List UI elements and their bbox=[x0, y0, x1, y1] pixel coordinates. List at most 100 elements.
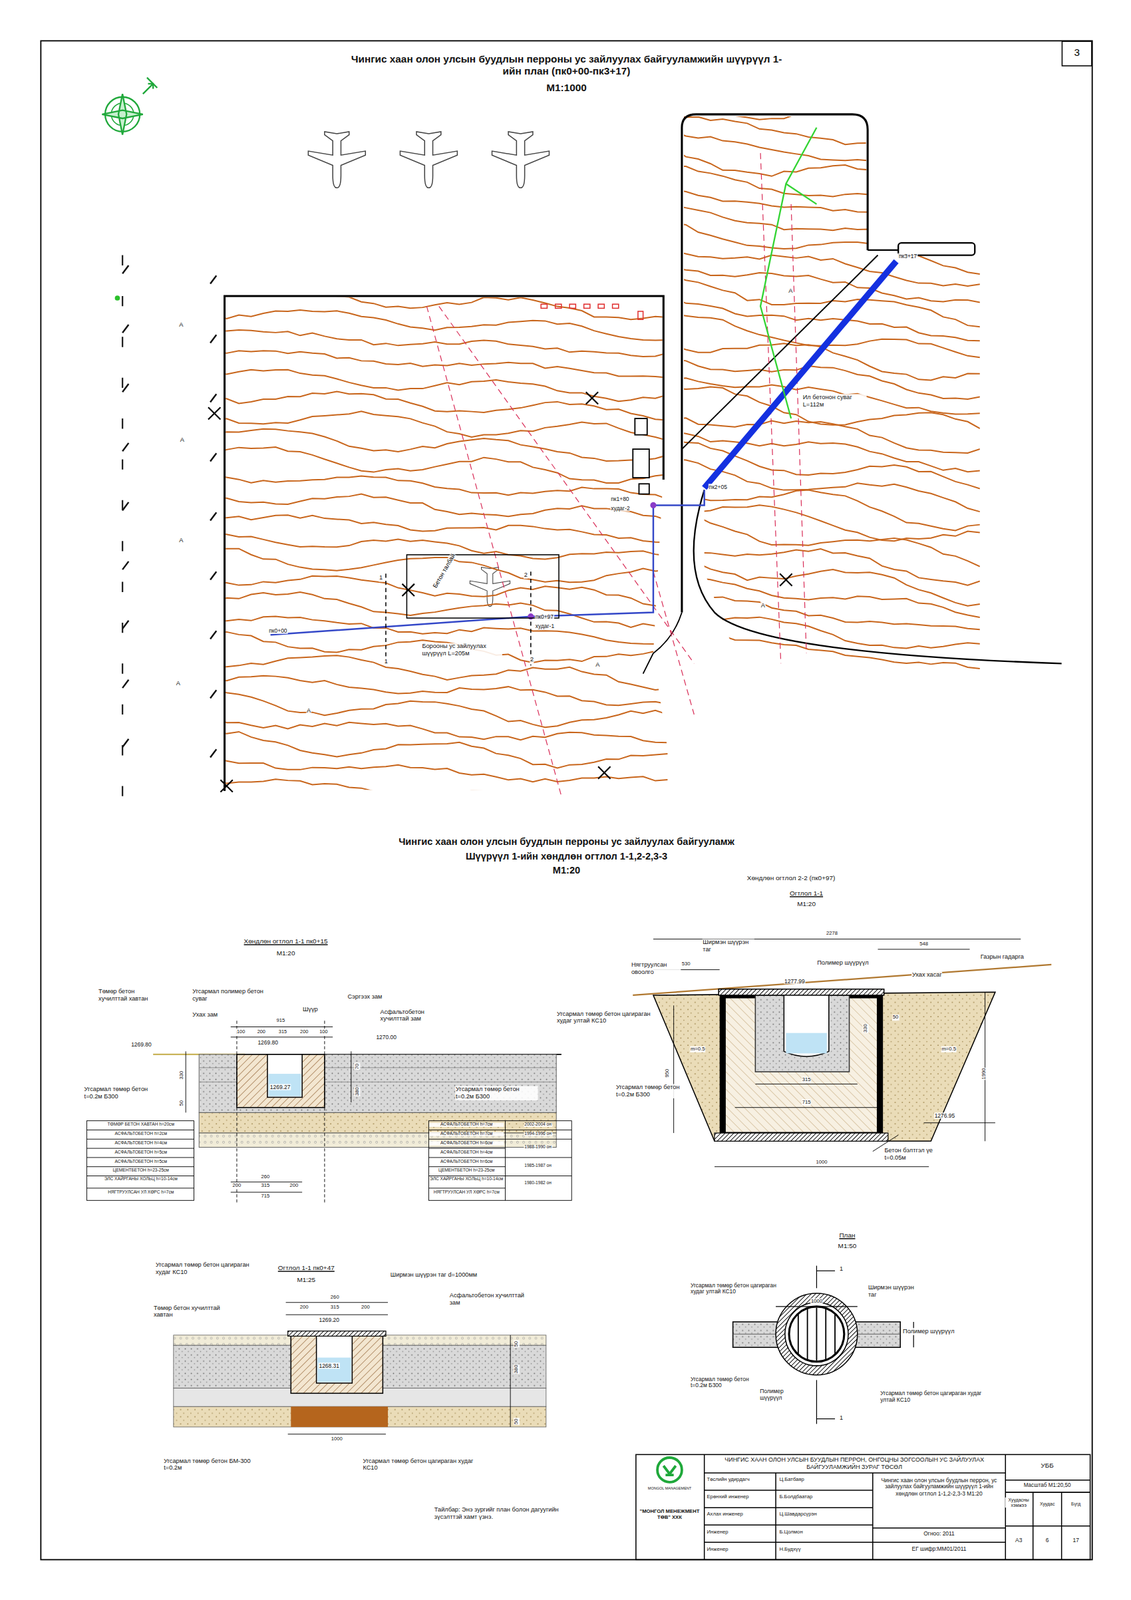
contour-line bbox=[214, 447, 668, 484]
drawing-label: 530 bbox=[681, 961, 691, 968]
drawing-label: 1990 bbox=[980, 1067, 987, 1081]
drawing-label: АСФАЛЬТОБЕТОН h=7см bbox=[429, 1131, 504, 1137]
drawing-label: Масштаб М1:20,50 bbox=[1023, 1482, 1072, 1489]
contour-line bbox=[673, 636, 980, 669]
drawing-label: 715 bbox=[260, 1193, 271, 1200]
drawing-label: 1980-1982 он bbox=[523, 1180, 552, 1187]
drawing-label: пк3+17 bbox=[898, 253, 918, 261]
drawing-label: Инженер bbox=[706, 1546, 729, 1553]
contour-line bbox=[214, 779, 668, 808]
drawing-label: М1:20 bbox=[796, 900, 816, 908]
drawing-label: А3 bbox=[1014, 1537, 1023, 1545]
drawing-label: АСФАЛЬТОБЕТОН h=2см bbox=[89, 1131, 193, 1137]
drawing-label: Ц.Шавдарсүрэн bbox=[779, 1511, 818, 1518]
contour-line bbox=[673, 223, 980, 275]
drawing-label: 1 bbox=[378, 574, 384, 583]
contour-line bbox=[214, 411, 668, 441]
drawing-label: 1276.95 bbox=[934, 1112, 956, 1120]
drawing-label: Угсармал төмөр бетон цагираган худаг улт… bbox=[880, 1390, 984, 1404]
runway-mark bbox=[210, 630, 217, 639]
drawing-label: Ухах хасаг bbox=[911, 971, 943, 980]
runway-mark bbox=[210, 571, 217, 580]
drawing-label: 2 bbox=[523, 571, 529, 579]
contour-line bbox=[673, 691, 980, 726]
contour-line bbox=[673, 674, 980, 710]
drawing-label: 1269.80 bbox=[257, 1039, 279, 1046]
drawing-label: Нягтруулсан овоолго bbox=[630, 961, 681, 976]
drawing-label: 100 bbox=[236, 1029, 246, 1035]
contour-line bbox=[673, 545, 980, 586]
drawing-label: Ухах зам bbox=[191, 1011, 218, 1019]
drawing-label: 1000 bbox=[330, 1436, 344, 1443]
plan-title: Чингис хаан олон улсын буудлын перроны у… bbox=[346, 53, 787, 77]
drawing-label: 50 bbox=[892, 1014, 899, 1021]
drawing-label: Инженер bbox=[706, 1528, 729, 1535]
drawing-label: А bbox=[760, 602, 766, 610]
runway-mark bbox=[122, 620, 129, 629]
runway-mark bbox=[210, 334, 217, 343]
runway-mark bbox=[122, 443, 129, 452]
runway-mark bbox=[210, 749, 217, 758]
drawing-label: 1988-1990 он bbox=[523, 1144, 552, 1151]
contour-line bbox=[673, 359, 980, 400]
contour-line bbox=[214, 797, 668, 823]
drawing-label: 260 bbox=[329, 1293, 340, 1300]
drawing-label: АСФАЛЬТОБЕТОН h=6см bbox=[429, 1140, 504, 1147]
drawing-label: Хуудасны хэмжээ bbox=[1005, 1497, 1033, 1509]
drawing-label: Огноо: 2011 bbox=[923, 1530, 956, 1537]
drawing-label: Угсармал төмөр бетон t=0.2м Б300 bbox=[455, 1085, 538, 1100]
contour-line bbox=[214, 350, 668, 378]
runway-mark bbox=[210, 512, 217, 521]
drawing-label: Ахлах инженер bbox=[706, 1511, 744, 1518]
drawing-label: 315 bbox=[329, 1304, 340, 1311]
drawing-label: Хуудас bbox=[1039, 1501, 1056, 1507]
drawing-label: Полимер шүүрүүл bbox=[816, 959, 869, 967]
drawing-label: Борооны ус зайлуулах шүүрүүл L=205м bbox=[421, 643, 503, 658]
drawing-label: Ширмэн шүүрэн таг bbox=[702, 939, 755, 954]
drawing-label: Огтлол 1-1 пк0+47 bbox=[277, 1263, 336, 1271]
contour-line bbox=[673, 439, 980, 489]
drawing-label: А bbox=[306, 707, 312, 715]
drawing-label: 1 bbox=[838, 1266, 844, 1274]
contour-line bbox=[673, 115, 980, 154]
drawing-label: 260 bbox=[260, 1173, 271, 1180]
contour-line bbox=[673, 343, 980, 380]
drawing-label: 1000 bbox=[810, 1298, 823, 1305]
drawing-label: 50 bbox=[513, 1340, 520, 1348]
sheet-number-box: 3 bbox=[1061, 40, 1093, 66]
contour-line bbox=[673, 314, 980, 358]
drawing-label: 315 bbox=[260, 1182, 271, 1189]
drawing-label: Ширмэн шүүрэн таг d=1000мм bbox=[389, 1272, 478, 1280]
drawing-label: А bbox=[787, 288, 794, 296]
drawing-label: 330 bbox=[862, 1023, 869, 1033]
runway-mark bbox=[122, 502, 129, 511]
drawing-label: АСФАЛЬТОБЕТОН h=5см bbox=[89, 1149, 193, 1155]
runway-mark bbox=[210, 453, 217, 462]
drawing-label: А bbox=[178, 536, 185, 545]
drawing-label: 70 bbox=[353, 1063, 360, 1070]
contour-line bbox=[673, 617, 980, 649]
drawing-label: Угсармал төмөр бетон цагираган худаг улт… bbox=[556, 1010, 654, 1025]
drawing-label: 2278 bbox=[825, 930, 839, 937]
drawing-label: ЧИНГИС ХААН ОЛОН УЛСЫН БУУДЛЫН ПЕРРОН, О… bbox=[705, 1456, 1003, 1470]
drawing-label: НЯГТРУУЛСАН УЛ ХӨРС h=7см bbox=[429, 1189, 504, 1195]
drawing-label: А bbox=[179, 437, 185, 445]
runway-mark bbox=[122, 561, 129, 570]
drawing-label: Н.Будхүү bbox=[779, 1546, 802, 1553]
drawing-label: 100 bbox=[318, 1029, 328, 1035]
drawing-label: 915 bbox=[276, 1017, 286, 1024]
concrete-pad: Бетон талбай bbox=[406, 554, 560, 619]
drawing-label: АСФАЛЬТОБЕТОН h=6см bbox=[429, 1158, 504, 1165]
drawing-label: 380 bbox=[513, 1364, 520, 1374]
drawing-label: 1269.20 bbox=[318, 1316, 340, 1324]
drawing-label: Б.Цолмон bbox=[779, 1528, 804, 1535]
runway-mark bbox=[122, 383, 129, 392]
drawing-label: 200 bbox=[289, 1182, 299, 1189]
drawing-label: 50 bbox=[178, 1099, 185, 1107]
drawing-label: пк1+80 bbox=[610, 496, 631, 503]
drawing-label: 200 bbox=[232, 1182, 242, 1189]
contour-line bbox=[214, 655, 668, 690]
contour-line bbox=[673, 189, 980, 231]
drawing-label: Угсармал төмөр бетон цагираган худаг улт… bbox=[689, 1282, 784, 1295]
drawing-label: АСФАЛЬТОБЕТОН h=5см bbox=[89, 1158, 193, 1165]
